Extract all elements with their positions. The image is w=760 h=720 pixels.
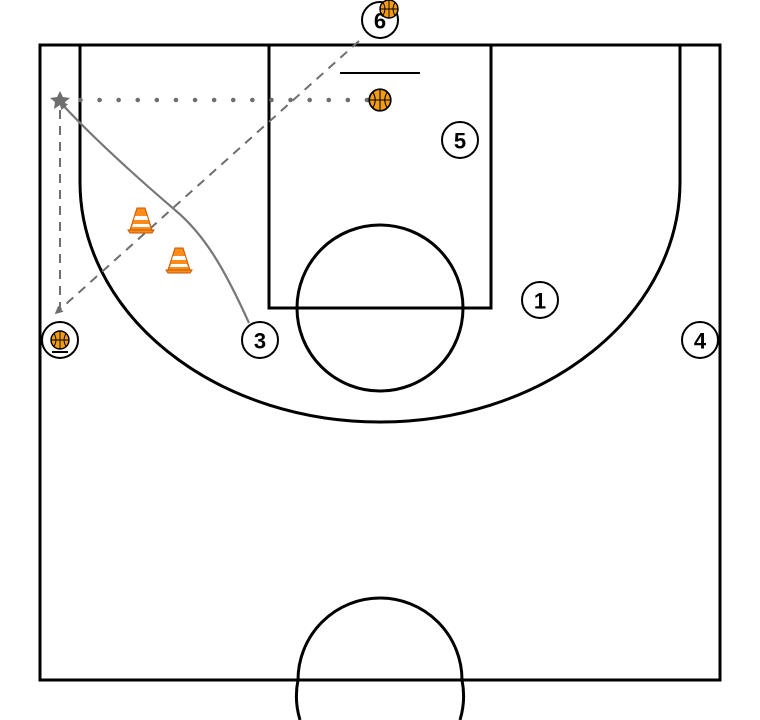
player-4: 4 xyxy=(681,321,719,359)
svg-text:1: 1 xyxy=(534,289,546,314)
player-3: 3 xyxy=(241,321,279,359)
svg-text:5: 5 xyxy=(454,129,466,154)
free-throw-circle xyxy=(295,223,465,393)
cone-1 xyxy=(127,207,155,234)
svg-text:4: 4 xyxy=(694,329,707,354)
three-point-arc xyxy=(78,45,682,424)
basketball-icon xyxy=(368,88,392,112)
dribble-path xyxy=(58,100,251,324)
movement-lines xyxy=(50,40,370,324)
cone-2 xyxy=(165,247,193,274)
pass-line-diagonal xyxy=(54,40,360,315)
basketball-icon xyxy=(50,330,70,350)
center-circle xyxy=(296,596,464,681)
star-marker xyxy=(50,91,70,109)
court-boundary xyxy=(38,43,722,682)
svg-text:3: 3 xyxy=(254,329,266,354)
free-throw-lane xyxy=(267,43,493,310)
player-5: 5 xyxy=(441,121,479,159)
center-circle-lower xyxy=(294,679,466,720)
basketball-icon xyxy=(379,0,399,19)
court-lines xyxy=(38,43,722,720)
player-1: 1 xyxy=(521,281,559,319)
